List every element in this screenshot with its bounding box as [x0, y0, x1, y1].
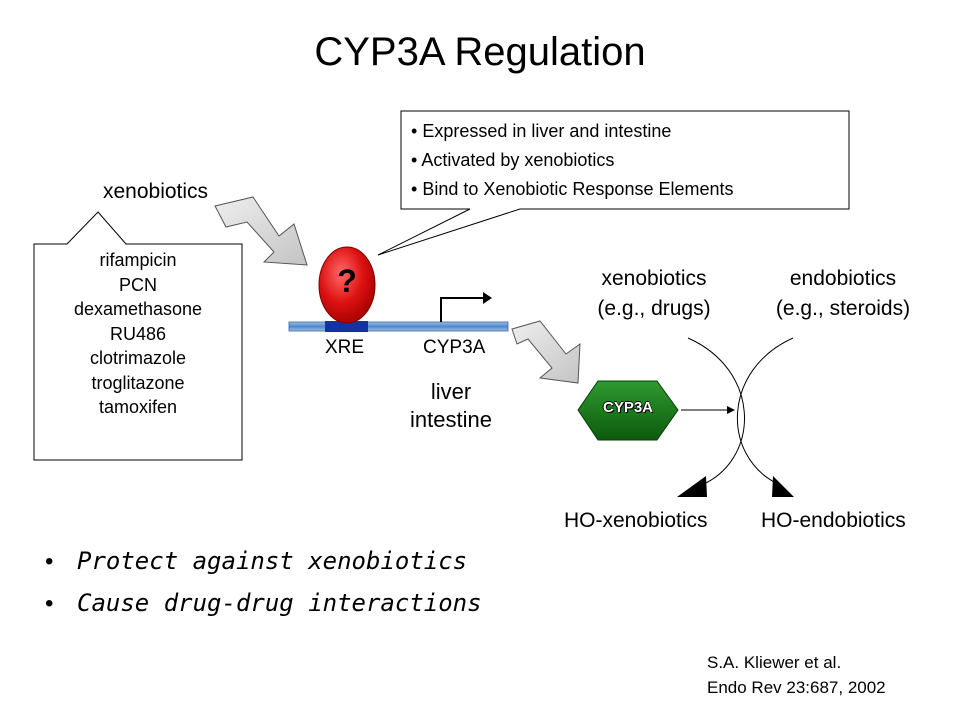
ligand-item: troglitazone [91, 372, 185, 393]
bullet-interactions: • Cause drug-drug interactions [45, 589, 482, 618]
xre-element [325, 321, 368, 332]
callout-line: • Activated by xenobiotics [411, 150, 615, 170]
dna-strand [288, 321, 509, 332]
receptor-shape [318, 246, 376, 324]
substrate-endobiotics: endobiotics (e.g., steroids) [748, 264, 938, 324]
ligand-item: tamoxifen [98, 397, 178, 417]
product-hoendobiotics: HO-endobiotics [761, 509, 906, 532]
citation: S.A. Kliewer et al. Endo Rev 23:687, 200… [707, 650, 886, 700]
enzyme-label: CYP3A [602, 399, 654, 416]
gray-arrow-xenobiotics [214, 196, 308, 266]
callout-top-box [377, 110, 850, 256]
xenobiotics-label: xenobiotics [103, 180, 209, 203]
tissue-labels: liver intestine [381, 378, 521, 434]
ligand-item: dexamethasone [73, 299, 203, 319]
enzyme-shape [577, 380, 679, 441]
substrate-endo-line1: endobiotics [789, 267, 897, 290]
page-title: CYP3A Regulation [314, 30, 646, 74]
ligand-item: clotrimazole [89, 348, 187, 368]
xenobiotic-reaction-curve [687, 337, 745, 484]
substrate-xeno-line1: xenobiotics [601, 267, 707, 290]
callout-line: • Bind to Xenobiotic Response Elements [411, 179, 734, 199]
xre-label: XRE [325, 337, 365, 358]
callout-line: • Expressed in liver and intestine [411, 121, 672, 141]
tissue-liver: liver [430, 379, 472, 404]
citation-line2: Endo Rev 23:687, 2002 [707, 678, 886, 697]
ligand-item: RU486 [109, 323, 167, 344]
substrate-xenobiotics: xenobiotics (e.g., drugs) [565, 264, 743, 324]
receptor-question-mark: ? [337, 263, 357, 299]
bullet-text: Cause drug-drug interactions [77, 589, 482, 617]
bullet-dot: • [45, 548, 54, 575]
citation-line1: S.A. Kliewer et al. [707, 653, 842, 672]
substrate-endo-line2: (e.g., steroids) [775, 297, 911, 320]
ligand-list: rifampicin PCN dexamethasone RU486 clotr… [34, 248, 242, 420]
bullet-text: Protect against xenobiotics [77, 547, 468, 575]
bullet-protect: • Protect against xenobiotics [45, 547, 467, 576]
ligand-item: PCN [118, 274, 157, 295]
transcription-start-arrow [440, 297, 483, 322]
gray-arrow-expression [511, 320, 581, 384]
substrate-xeno-line2: (e.g., drugs) [597, 297, 711, 320]
endobiotic-reaction-curve [736, 337, 794, 484]
ligand-item: rifampicin [99, 250, 177, 270]
bullet-dot: • [45, 590, 54, 617]
callout-top: • Expressed in liver and intestine • Act… [401, 111, 849, 209]
gene-label: CYP3A [423, 337, 486, 358]
tissue-intestine: intestine [410, 407, 492, 432]
product-hoxenobiotics: HO-xenobiotics [564, 509, 708, 532]
callout-left-box [33, 211, 243, 461]
